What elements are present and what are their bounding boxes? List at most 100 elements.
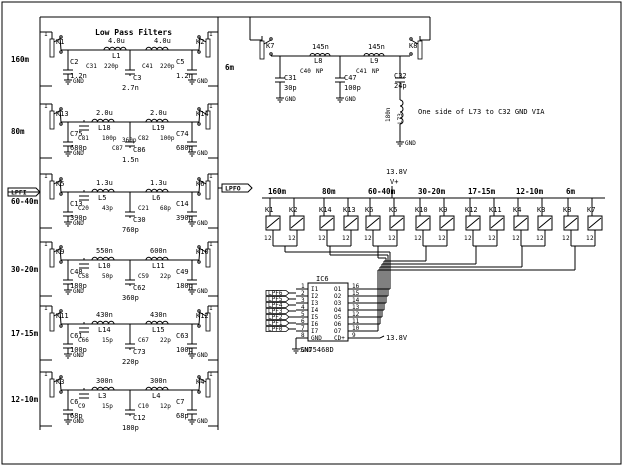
capacitor-ref: C41 (142, 63, 153, 70)
pin-number: 2 (292, 235, 296, 242)
pin-number: 1 (536, 235, 540, 242)
relay-ref: K8 (563, 206, 571, 214)
inductor-second (145, 256, 169, 261)
ground-label: GND (73, 150, 84, 157)
inductor-coil (91, 188, 115, 193)
relay-ref: K6 (196, 180, 204, 188)
relay-ref: K1 (265, 206, 273, 214)
contact-dot (59, 260, 63, 264)
inductor-value: 600n (150, 247, 167, 255)
inductor-value: 550n (96, 247, 113, 255)
pin-number: 1 (264, 235, 268, 242)
wire (59, 36, 62, 51)
ground-label: GND (301, 347, 312, 354)
pin-number: 1 (364, 235, 368, 242)
inductor-first (103, 46, 127, 51)
wire (59, 178, 62, 193)
inductor-ref: L14 (98, 326, 111, 334)
capacitor-ref: C32 (394, 72, 407, 80)
capacitor-ref: C66 (78, 337, 89, 344)
pin-number: 1 (209, 103, 213, 110)
capacitor-ref: C6 (70, 398, 78, 406)
capacitor-value: 2.7n (122, 84, 139, 92)
inductor-l73 (399, 99, 404, 125)
pin-number: 1 (209, 371, 213, 378)
bridge-capacitor (79, 327, 89, 333)
ground-right: GND (188, 76, 208, 85)
ic-pin-number: 7 (301, 325, 305, 332)
bridge-capacitor (79, 195, 89, 201)
wire (538, 217, 552, 229)
relay-frame (49, 312, 55, 332)
relay-ref: K3 (537, 206, 545, 214)
capacitor-ref: C81 (78, 135, 89, 142)
capacitor-ref: C49 (176, 268, 189, 276)
input-port-tag (265, 326, 290, 332)
inductor-second (145, 188, 169, 193)
inductor-value: 4.0u (108, 37, 125, 45)
ground-c47: GND (336, 94, 356, 103)
contact-dot (59, 177, 63, 181)
ic-input-LPF6: LPF6 (265, 290, 296, 297)
relay-ref: K13 (56, 110, 69, 118)
capacitor-ref: C61 (70, 332, 83, 340)
input-port-label: LPF1 (268, 320, 283, 327)
inductor-ref: L5 (98, 194, 106, 202)
ic-pin-number: 5 (301, 311, 305, 318)
capacitor-ref: C59 (138, 273, 149, 280)
ground-label: GND (73, 418, 84, 425)
wire (514, 217, 528, 229)
inductor-ref: L8 (314, 57, 322, 65)
ground-l73: GND (396, 138, 416, 147)
capacitor-value: 50p (102, 273, 113, 280)
relay-ref: K10 (415, 206, 428, 214)
ic-pin-number: 10 (352, 325, 360, 332)
drive-line-4 (348, 246, 427, 311)
contact-dot (59, 107, 63, 111)
via-note: One side of L73 to C32 GND VIA (418, 108, 545, 116)
relay-ref: K10 (196, 248, 209, 256)
inductor-coil (145, 386, 169, 391)
inductor-second (145, 386, 169, 391)
input-port-tag (265, 302, 290, 308)
capacitor-ref: C30 (133, 216, 146, 224)
pin-number: 2 (468, 235, 472, 242)
ground-label: GND (73, 78, 84, 85)
inductor-value: 1.3u (150, 179, 167, 187)
pin-number: 2 (442, 235, 446, 242)
relay-frame (205, 378, 211, 398)
ic-pin-number: 11 (352, 318, 360, 325)
wire (198, 178, 201, 193)
ic-input-LPF3: LPF3 (265, 308, 296, 315)
ground-left: GND (64, 218, 84, 227)
relay-ref: K9 (439, 206, 447, 214)
bridge-capacitor (79, 125, 89, 131)
bridge-capacitor (79, 393, 89, 399)
pin-number: 2 (418, 235, 422, 242)
ic-input-LPF1: LPF1 (265, 320, 296, 327)
wire (320, 217, 334, 229)
bridge-capacitor (79, 263, 89, 269)
contact-dot (197, 50, 201, 54)
capacitor-value: 180p (70, 282, 87, 290)
capacitor-ref: C9 (78, 403, 86, 410)
wire (564, 217, 578, 229)
band-label: 17-15m (11, 329, 39, 338)
ground-ic: GND (292, 345, 312, 354)
capacitor-ref: C67 (138, 337, 149, 344)
ground-label: GND (285, 96, 296, 103)
capacitor-value: 22p (160, 337, 171, 344)
wire (59, 246, 62, 261)
wire (344, 217, 358, 229)
inductor-first (91, 386, 115, 391)
ic-pin-name: I7 (311, 328, 319, 335)
band-label: 12-10m (11, 395, 39, 404)
inductor-coil (91, 386, 115, 391)
capacitor-ref: C48 (70, 268, 83, 276)
